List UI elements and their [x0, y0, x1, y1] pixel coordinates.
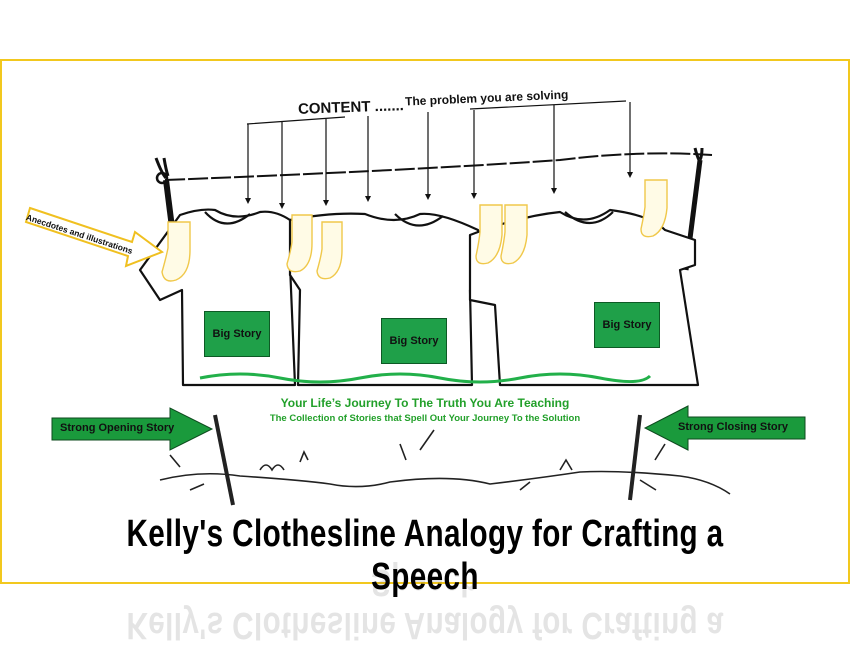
big-story-box-2: Big Story [381, 318, 447, 364]
closing-arrow [643, 405, 806, 451]
content-bracket [245, 100, 633, 209]
socks [161, 179, 668, 282]
anecdotes-arrow [24, 206, 165, 268]
big-story-box-1: Big Story [204, 311, 270, 357]
grass-ground [159, 414, 731, 506]
journey-wave [199, 372, 652, 384]
diagram-title: Kelly's Clothesline Analogy for Crafting… [126, 513, 724, 598]
journey-subheading: The Collection of Stories that Spell Out… [269, 413, 581, 424]
opening-story-label: Strong Opening Story [60, 422, 175, 434]
big-story-box-3: Big Story [594, 302, 660, 348]
journey-heading: Your Life’s Journey To The Truth You Are… [280, 396, 570, 410]
title-reflection: Kelly's Clothesline Analogy for Crafting… [126, 561, 724, 646]
diagram-frame [0, 59, 850, 584]
opening-arrow [51, 407, 214, 451]
clothesline-rope [164, 152, 713, 181]
closing-story-label: Strong Closing Story [678, 421, 788, 433]
